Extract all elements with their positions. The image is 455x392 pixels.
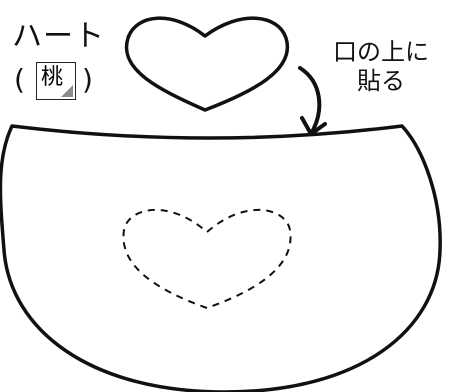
heart-placement-guide [122, 208, 292, 309]
instruction-line-2: 貼る [357, 66, 405, 95]
part-name: ハート [12, 19, 105, 54]
heart-piece [124, 16, 290, 112]
paren-close: ) [82, 63, 93, 96]
placement-instruction: 口の上に 貼る [333, 38, 429, 96]
color-kanji: 桃 [41, 65, 64, 90]
curved-arrow [298, 66, 322, 134]
mouth-base-shape [0, 124, 442, 392]
paren-open: ( [14, 63, 25, 96]
color-indicator: 桃 [36, 62, 76, 100]
instruction-line-1: 口の上に [333, 38, 429, 66]
color-swatch-icon [61, 85, 73, 97]
